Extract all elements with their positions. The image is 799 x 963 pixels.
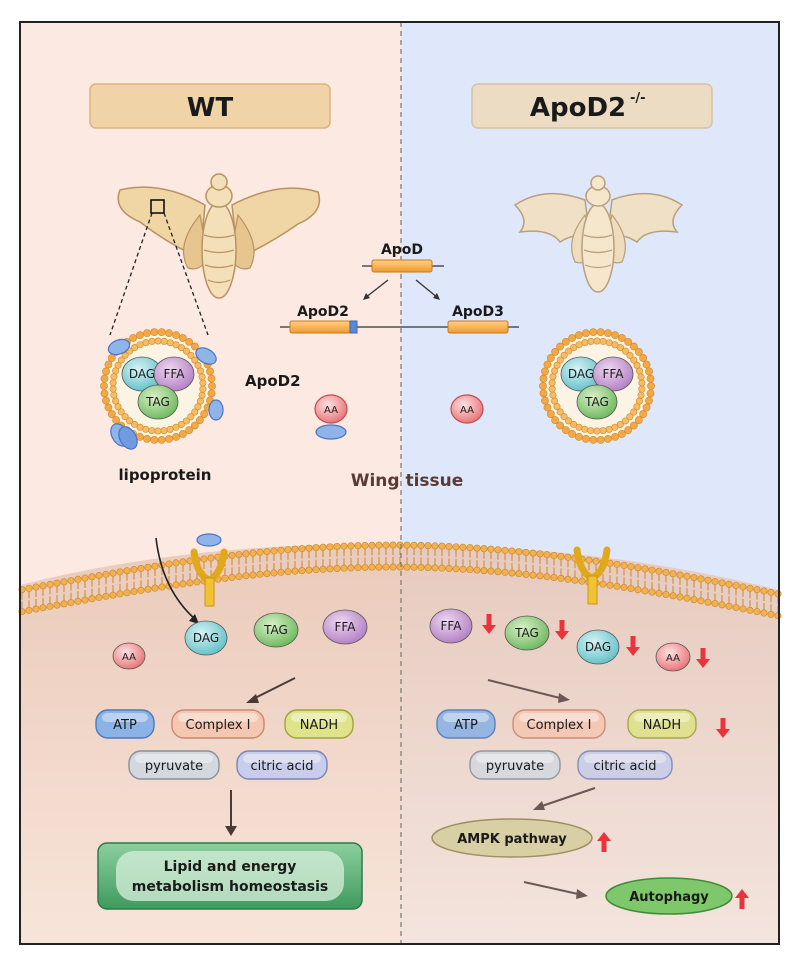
cell-membrane [18, 541, 782, 620]
ko-lipids-ffa-label: FFA [441, 619, 463, 633]
gene-arrow-left [364, 279, 389, 299]
ko-lipids-aa-molecule [655, 642, 691, 672]
uptake-arrow [155, 537, 197, 621]
wt-lipoprotein: DAG FFA TAG [100, 328, 216, 444]
gene-apod2-exon [289, 320, 351, 334]
apod2-protein-group [107, 338, 224, 450]
wt-cell-lipids: DAG TAG FFA AA [112, 609, 368, 670]
ko-mito-pill-label-2: NADH [643, 718, 681, 733]
wt-title-box [89, 83, 331, 129]
zoom-line-right [163, 212, 209, 336]
wt-mito-pill-label-2: NADH [300, 718, 338, 733]
gene-apod2-tag [349, 320, 358, 334]
wt-lipids-aa-label: AA [122, 652, 136, 663]
ko-lipids-tag-label: TAG [514, 626, 539, 640]
ko-mito-pill-label-0: ATP [454, 718, 478, 733]
ko-energy-molecules: ATP Complex I NADH pyruvate citric acid [436, 709, 697, 780]
aa-label-wt: AA [324, 405, 338, 416]
wt-mito-pill-label-0: ATP [113, 718, 137, 733]
wt-mito-pill-label-4: citric acid [250, 759, 313, 774]
wt-mito-pill-1 [171, 709, 265, 739]
ko-title: ApoD2 [530, 93, 626, 123]
homeostasis-line2: metabolism homeostasis [132, 879, 328, 895]
ko-mito-pill-label-4: citric acid [593, 759, 656, 774]
aa-label-ko: AA [460, 405, 474, 416]
gene-apod2-label: ApoD2 [297, 304, 349, 320]
wt-mito-pill-label-3: pyruvate [145, 759, 203, 774]
wt-mito-pill-4 [236, 750, 328, 780]
ko-title-box [471, 83, 713, 129]
ko-mito-pill-1 [512, 709, 606, 739]
gene-arrow-right [415, 279, 439, 299]
ko-mito-pill-4 [577, 750, 673, 780]
lipo-dag-label: DAG [129, 367, 155, 381]
ko-mito-pill-label-3: pyruvate [486, 759, 544, 774]
wt-lipids-ffa-label: FFA [335, 620, 357, 634]
wt-arrow-to-mito [254, 677, 296, 699]
lipo-ffa-molecule [153, 356, 195, 392]
lipoprotein-label: lipoprotein [119, 466, 212, 484]
homeostasis-line1: Lipid and energy [164, 859, 297, 875]
ampk-label: AMPK pathway [457, 832, 567, 847]
ko-arrow-to-ampk [541, 787, 596, 807]
lipo-tag-label: TAG [145, 395, 170, 409]
lipo-dag-label: DAG [568, 367, 594, 381]
wt-lipids-ffa-molecule [322, 609, 368, 645]
gene-apod-label: ApoD [381, 242, 423, 258]
ko-lipids-tag-molecule [504, 615, 550, 651]
lipo-tag-molecule [576, 384, 618, 420]
wt-mito-pill-2 [284, 709, 354, 739]
ko-lipids-dag-label: DAG [585, 640, 611, 654]
frame [19, 21, 780, 945]
wt-lipids-tag-label: TAG [263, 623, 288, 637]
ko-mito-pill-3 [469, 750, 561, 780]
aa-free-ko: AA [450, 394, 484, 424]
ko-mito-pill-label-1: Complex I [527, 718, 592, 733]
ko-moth-illustration [513, 175, 684, 293]
ko-title-superscript: -/- [630, 91, 646, 106]
wt-mito-pill-0 [95, 709, 155, 739]
ko-mito-pill-0 [436, 709, 496, 739]
wt-mito-pill-label-1: Complex I [186, 718, 251, 733]
ko-arrow-to-mito [487, 679, 561, 699]
gene-apod-exon [371, 259, 433, 273]
wing-tissue-label: Wing tissue [351, 471, 464, 491]
wt-energy-molecules: ATP Complex I NADH pyruvate citric acid [95, 709, 354, 780]
wt-mito-pill-3 [128, 750, 220, 780]
wt-receptor [190, 533, 228, 607]
lipo-ffa-label: FFA [164, 367, 186, 381]
autophagy-label: Autophagy [629, 890, 709, 905]
wt-lipids-aa-molecule [112, 642, 146, 670]
lipo-tag-molecule [137, 384, 179, 420]
lipo-ffa-molecule [592, 356, 634, 392]
wt-title: WT [187, 93, 234, 123]
gene-apod3-label: ApoD3 [452, 304, 504, 320]
wt-moth-illustration [117, 173, 321, 299]
ko-cell-lipids: FFA TAG DAG AA [429, 608, 691, 672]
change-indicators [482, 614, 749, 909]
lipo-tag-label: TAG [584, 395, 609, 409]
apod2-protein-label: ApoD2 [245, 372, 301, 390]
ko-lipids-aa-label: AA [666, 653, 680, 664]
autophagy-ellipse [605, 877, 733, 915]
ko-arrow-to-autophagy [523, 881, 579, 895]
wt-lipids-dag-molecule [184, 620, 228, 656]
wt-lipids-tag-molecule [253, 612, 299, 648]
ko-lipoprotein: DAG FFA TAG [539, 328, 655, 444]
lipo-ffa-label: FFA [603, 367, 625, 381]
gene-apod3-exon [447, 320, 509, 334]
wt-lipids-dag-label: DAG [193, 631, 219, 645]
ko-lipids-dag-molecule [576, 629, 620, 665]
ko-receptor [573, 546, 611, 605]
ko-mito-pill-2 [627, 709, 697, 739]
zoom-line-left [109, 212, 153, 336]
ampk-ellipse [431, 818, 593, 858]
ko-lipids-ffa-molecule [429, 608, 473, 644]
aa-with-apod2: AA [314, 394, 348, 440]
